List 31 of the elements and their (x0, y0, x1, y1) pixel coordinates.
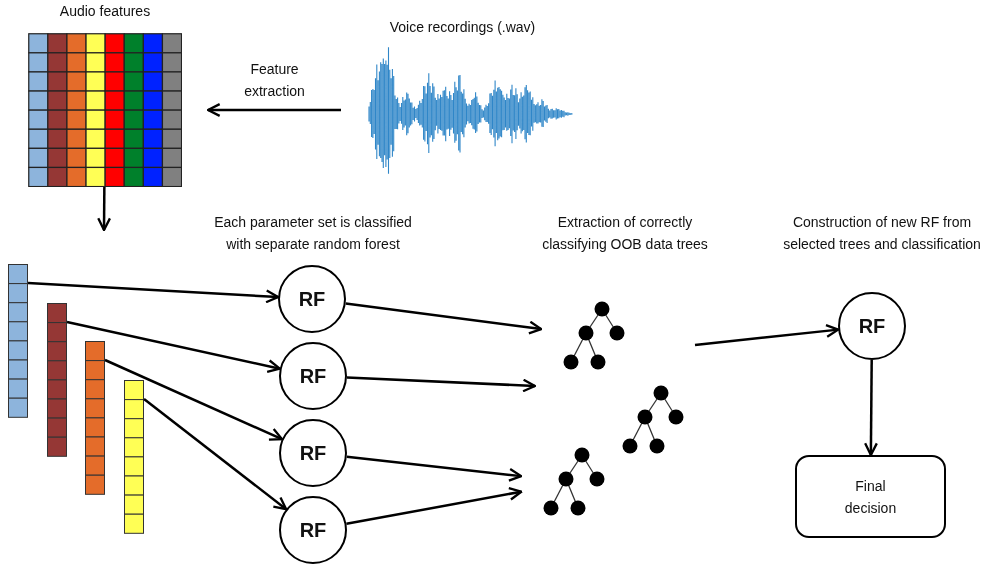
feature-vector (47, 303, 67, 457)
node-label: RF (858, 314, 886, 338)
arrow (206, 103, 341, 117)
tree-drawing (543, 447, 605, 517)
node-label: RF (298, 287, 326, 311)
arrow (694, 323, 840, 347)
feature-vector (124, 380, 144, 534)
arrow (104, 358, 284, 441)
arrow (863, 360, 878, 457)
tree-drawing (622, 385, 684, 455)
node-label: RF (299, 441, 327, 465)
arrow (66, 320, 281, 374)
heading: Voice recordings (.wav) (388, 18, 537, 36)
column-heading: Extraction of correctly classifying OOB data trees (541, 213, 709, 254)
arrow (345, 302, 543, 335)
arrow (346, 486, 523, 526)
feature-vector (8, 264, 28, 418)
arrow (346, 455, 523, 482)
node-label: RF (299, 364, 327, 388)
tree-drawing (563, 301, 625, 371)
node-label: RF (299, 518, 327, 542)
arrow (97, 187, 112, 232)
arrow (27, 281, 280, 304)
column-heading: Each parameter set is classified with separate random forest (213, 213, 413, 254)
arrow (143, 398, 288, 511)
node-label: Final decision (843, 476, 898, 518)
process-box (795, 455, 946, 538)
heading: Audio features (58, 2, 152, 20)
column-heading: Construction of new RF from selected trees and classification (782, 213, 982, 254)
arrow (346, 376, 537, 393)
feature-vector (85, 341, 105, 495)
